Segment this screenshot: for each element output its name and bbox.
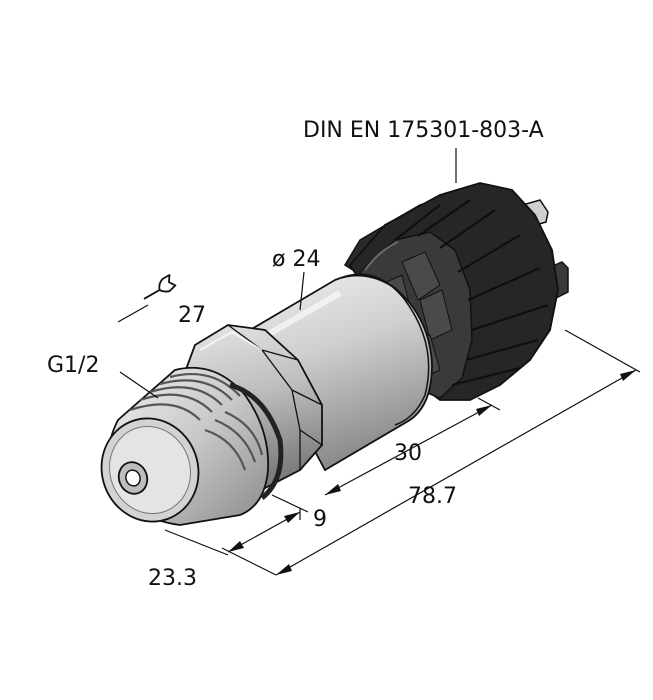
body-diameter-label: ø 24 <box>272 247 320 272</box>
diameter-leader-line <box>299 271 305 311</box>
wrench-size-label: 27 <box>178 303 206 328</box>
dimension-30 <box>324 397 501 496</box>
dimension-78-7 <box>275 329 641 576</box>
wrench-icon <box>143 274 177 300</box>
thread-label: G1/2 <box>47 353 99 378</box>
dimension-23-3 <box>164 511 301 576</box>
wrench-leader-line <box>117 304 149 323</box>
dimension-9-label: 9 <box>313 507 327 532</box>
dimension-23-3-label: 23.3 <box>148 566 197 591</box>
dimension-78-7-label: 78.7 <box>408 484 457 509</box>
process-thread <box>100 366 284 526</box>
dimension-9 <box>271 494 309 520</box>
thread-leader-line <box>119 371 159 399</box>
connector-standard-label: DIN EN 175301-803-A <box>303 118 544 143</box>
sensor-body-cylinder <box>248 273 433 472</box>
dimension-30-label: 30 <box>394 441 422 466</box>
